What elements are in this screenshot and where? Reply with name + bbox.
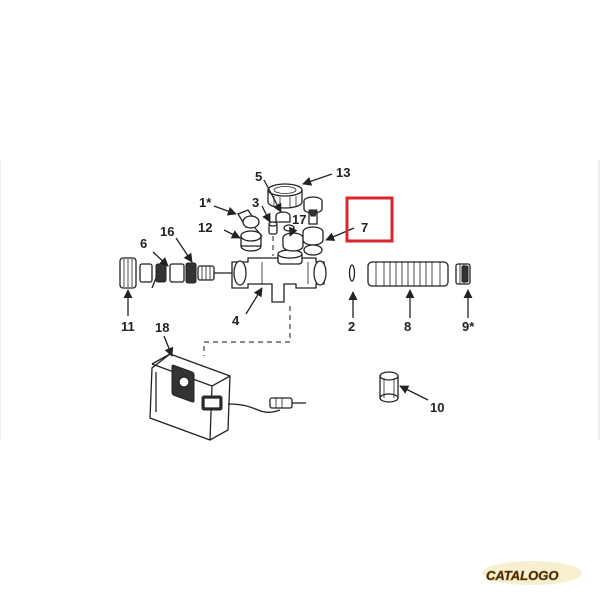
callout-3: 3	[252, 195, 259, 210]
part-7-fitting	[302, 196, 324, 256]
logo-text: CATALOGO	[486, 568, 558, 583]
arrow-13	[302, 173, 333, 186]
part-11-nut	[119, 257, 137, 289]
part-4-valve-body	[231, 249, 327, 303]
arrow-3	[261, 205, 271, 223]
arrow-16	[175, 237, 193, 263]
part-3-plug	[268, 221, 278, 235]
callout-10: 10	[430, 400, 444, 415]
part-6-adapter	[139, 263, 167, 289]
part-18-control-unit	[149, 353, 306, 441]
arrow-6	[152, 251, 169, 267]
callout-11: 11	[121, 319, 135, 334]
part-12-cap	[240, 230, 262, 252]
callout-4: 4	[232, 313, 240, 328]
callout-5: 5	[255, 169, 262, 184]
arrow-1	[213, 205, 237, 216]
callout-17: 17	[292, 212, 306, 227]
part-16-stem	[169, 262, 232, 284]
arrow-4	[245, 287, 263, 315]
arrow-7	[325, 227, 355, 241]
arrow-10	[399, 385, 429, 401]
part-1-probe	[237, 209, 263, 237]
arrow-12	[223, 229, 241, 239]
callout-13: 13	[336, 165, 350, 180]
callout-8: 8	[404, 319, 411, 334]
valve-to-control-dashed-line	[203, 306, 291, 356]
callout-16: 16	[160, 224, 174, 239]
callout-9: 9*	[462, 319, 475, 334]
highlight-box-part-7	[345, 196, 394, 243]
callout-6: 6	[140, 236, 147, 251]
callout-18: 18	[155, 320, 169, 335]
part-2-oring	[348, 264, 356, 282]
arrow-5	[263, 179, 282, 213]
catalogo-logo: CATALOGO	[482, 561, 582, 585]
part-9-connector	[455, 263, 471, 285]
part-8-hose	[367, 261, 449, 287]
part-17-check	[282, 224, 304, 252]
part-5-retainer	[275, 211, 291, 223]
part-10-cap	[379, 371, 399, 403]
arrow-17	[289, 226, 298, 237]
callout-12: 12	[198, 220, 212, 235]
arrow-18	[163, 335, 174, 357]
callout-1: 1*	[199, 195, 212, 210]
callout-7: 7	[361, 220, 368, 235]
callout-2: 2	[348, 319, 355, 334]
